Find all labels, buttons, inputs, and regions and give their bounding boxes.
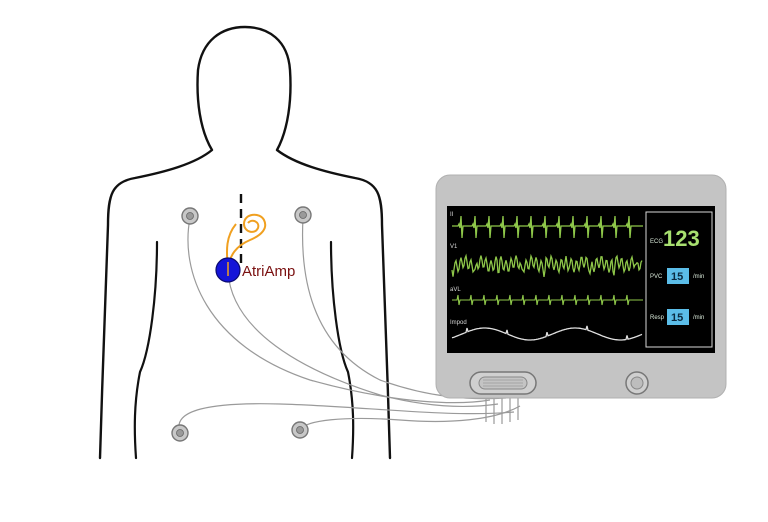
resp-unit: /min [693, 315, 704, 321]
resp-value-box [667, 309, 689, 325]
lead-label-v1: V1 [450, 244, 458, 250]
resp-label: Resp [650, 315, 665, 321]
pvc-unit: /min [693, 274, 704, 280]
lead-label-ii: II [450, 212, 454, 218]
ecg-label: ECG [650, 239, 663, 245]
ecg-trace-avl [452, 294, 643, 306]
pvc-value-box [667, 268, 689, 284]
ecg-value: 123 [663, 226, 700, 251]
readout-panel [645, 211, 713, 348]
ecg-trace-v1 [451, 253, 643, 277]
electrode-pad[interactable] [294, 206, 312, 224]
atriamp-label: AtriAmp [242, 263, 295, 280]
lead-label-impod: Impod [450, 320, 467, 326]
pvc-label: PVC [650, 274, 663, 280]
lead-label-avl: aVL [450, 287, 461, 293]
electrode-pad[interactable] [181, 207, 199, 225]
power-button[interactable] [625, 371, 649, 395]
ecg-trace-ii [452, 215, 643, 239]
right-arm-line [329, 240, 355, 460]
electrode-pad[interactable] [171, 424, 189, 442]
torso-outline [98, 25, 392, 460]
resp-value: 15 [671, 312, 683, 324]
impedance-trace [451, 325, 643, 341]
electrode-pad[interactable] [291, 421, 309, 439]
left-arm-line [133, 240, 159, 460]
pvc-value: 15 [671, 271, 683, 283]
lead-connector-port[interactable] [469, 371, 537, 395]
